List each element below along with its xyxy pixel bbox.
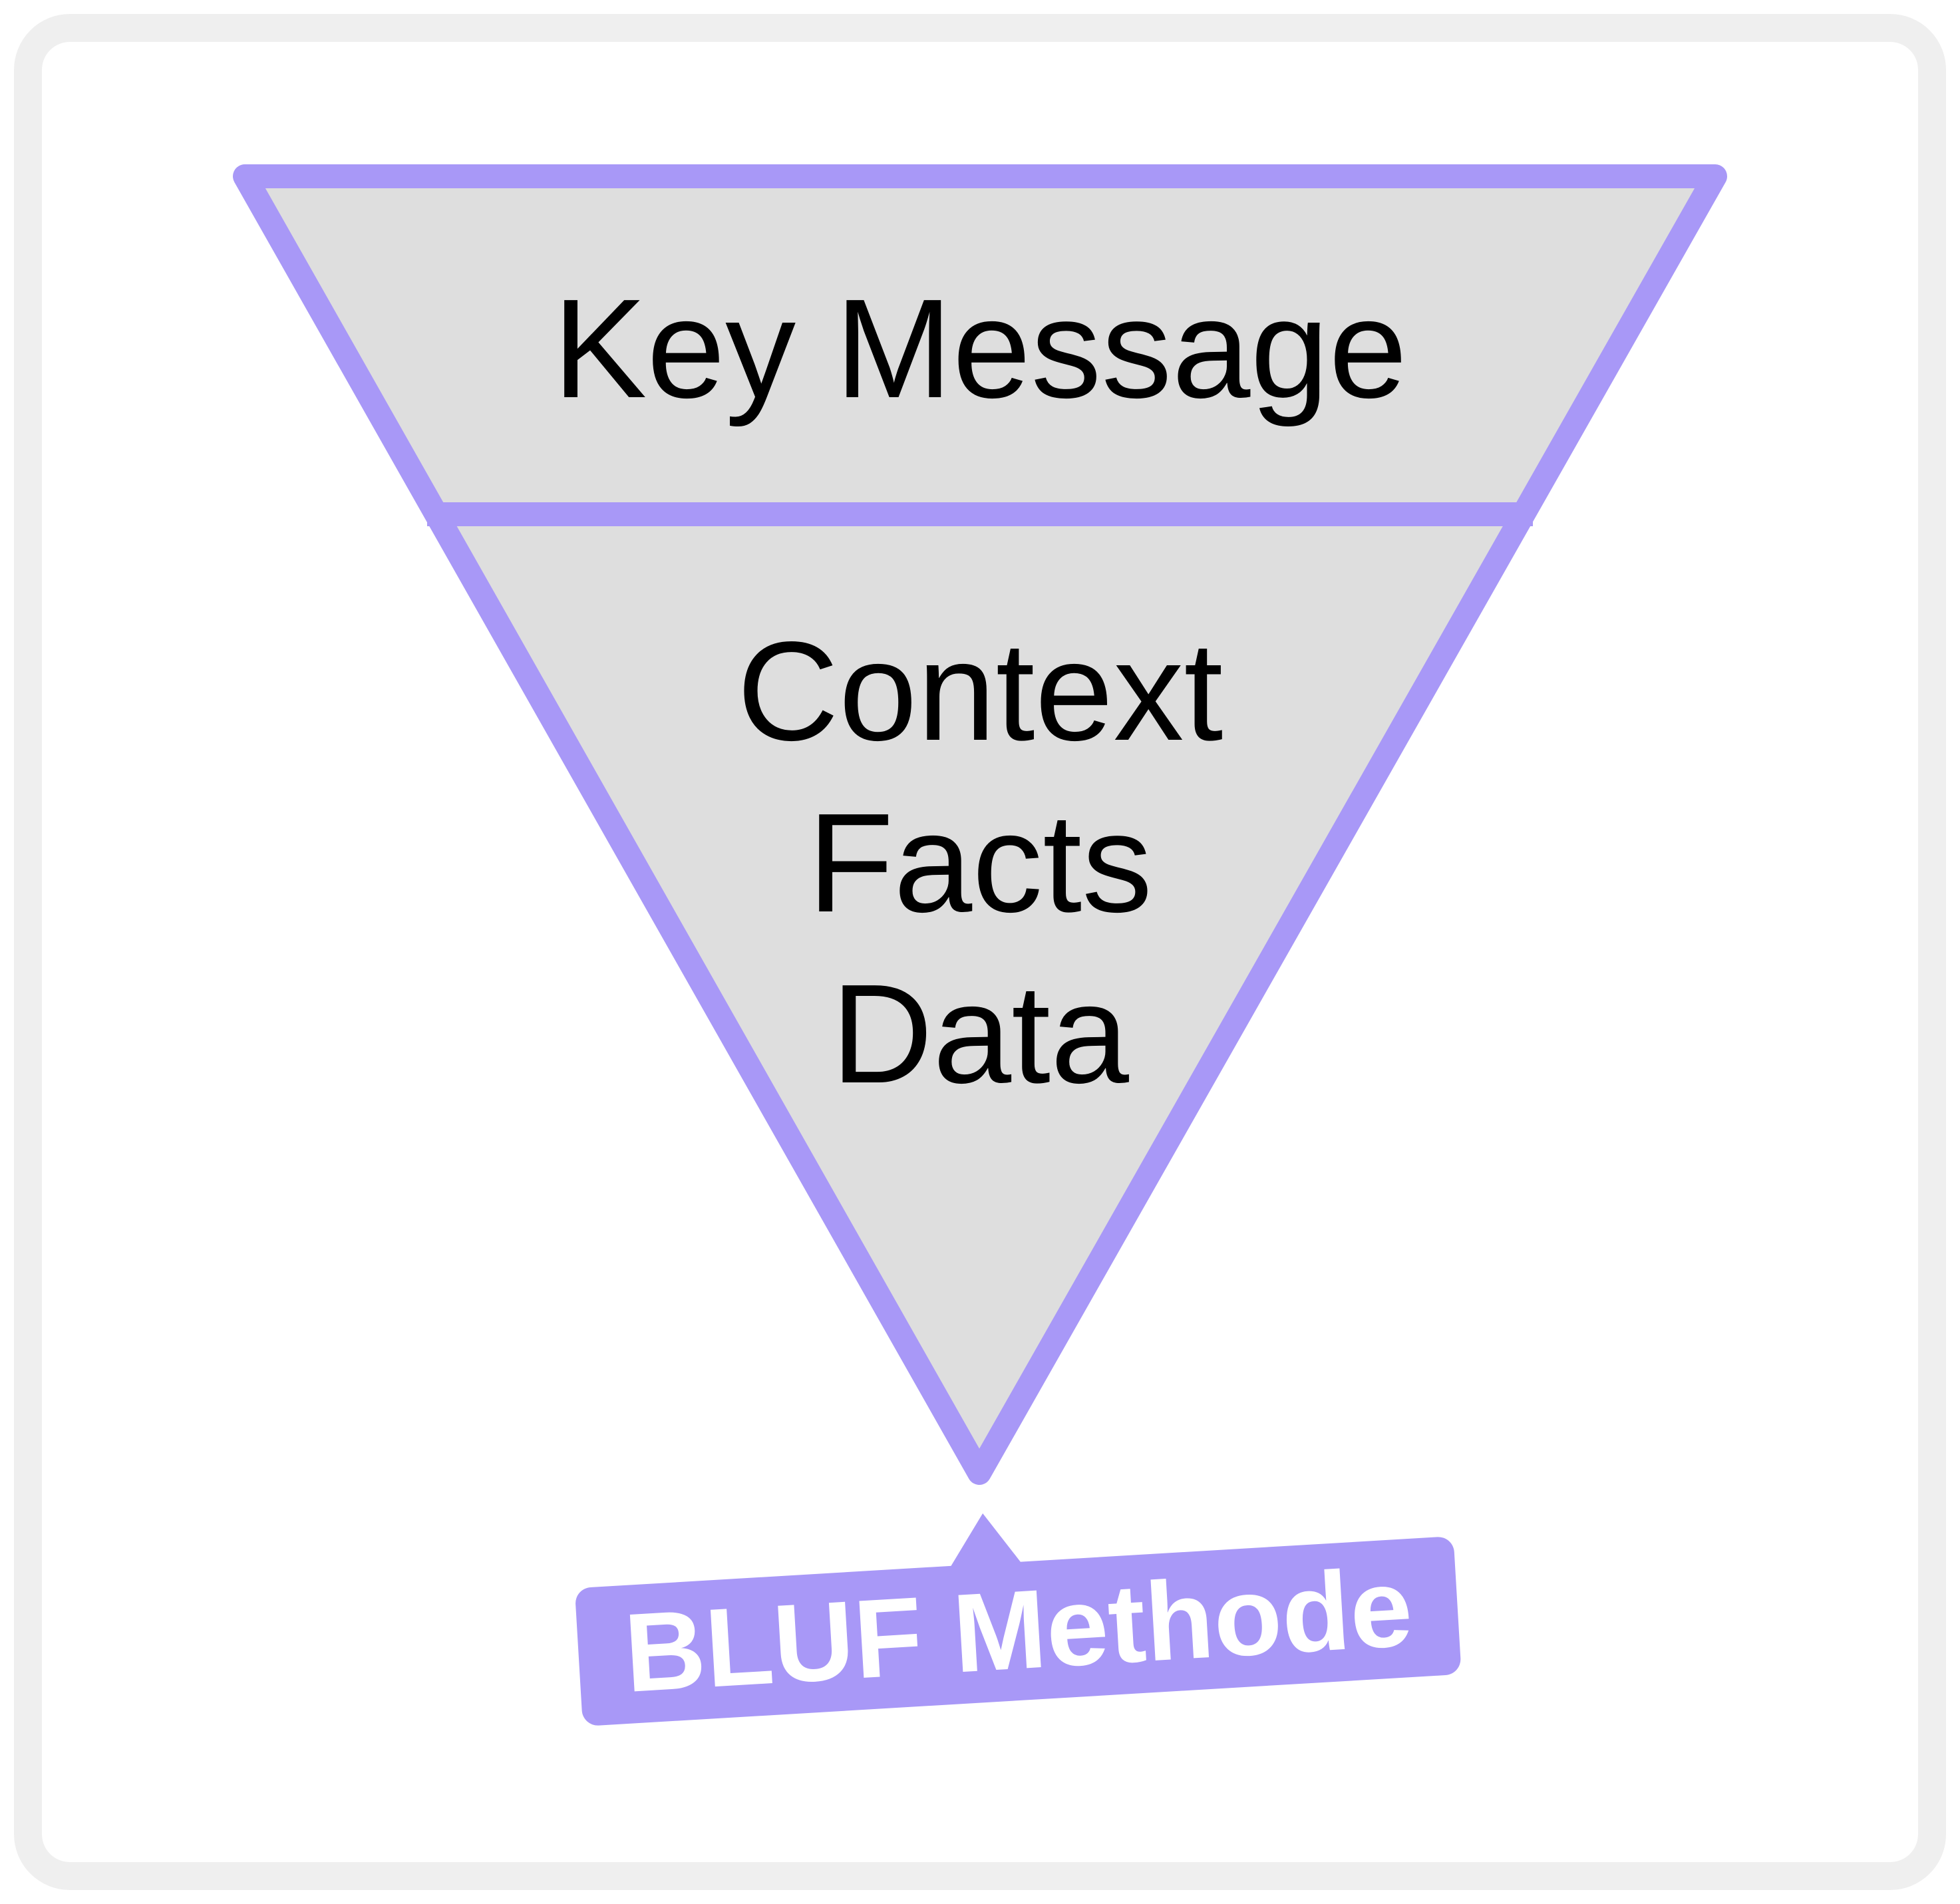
key-message-label: Key Message bbox=[553, 269, 1407, 427]
bluf-tag: BLUF Methode bbox=[575, 1513, 1461, 1726]
context-label: Context bbox=[737, 612, 1224, 770]
data-label: Data bbox=[831, 955, 1129, 1112]
facts-label: Facts bbox=[808, 784, 1152, 941]
bluf-methode-label: BLUF Methode bbox=[621, 1544, 1415, 1716]
tag-background bbox=[575, 1537, 1461, 1726]
funnel-triangle bbox=[233, 164, 1727, 1485]
tag-pointer bbox=[949, 1513, 1023, 1569]
